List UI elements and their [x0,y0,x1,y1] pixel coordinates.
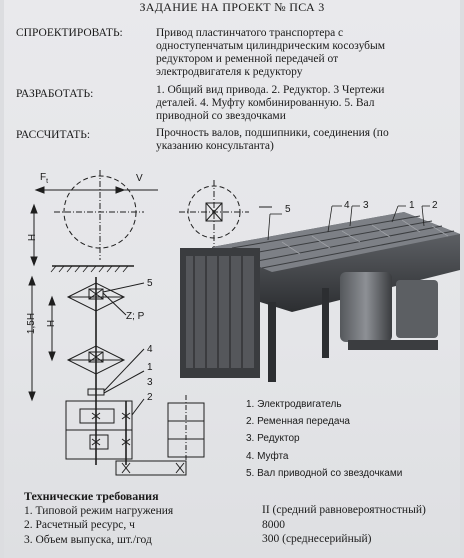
scheme-callout-5: 5 [147,278,153,289]
photo-callout-5: 5 [285,204,291,215]
height-1-5h-label: 1,5H [26,312,38,335]
photo-callout-4: 4 [344,200,350,211]
requirement-value: 300 (среднесерийный) [262,533,372,546]
calc-label: РАССЧИТАТЬ: [16,129,91,141]
legend-item: 4. Муфта [246,450,289,462]
component-legend: 1. Электродвигатель 2. Ременная передача… [246,396,402,482]
design-label: СПРОЕКТИРОВАТЬ: [16,27,123,39]
zp-label: Z; P [126,311,145,322]
design-line: редуктором и ременной передачей от [156,53,339,65]
design-line: Привод пластинчатого транспортера с [156,27,344,39]
design-line: одноступенчатым цилиндрическим косозубым [156,40,386,52]
conveyor-photo [180,205,460,382]
document-title: ЗАДАНИЕ НА ПРОЕКТ № ПСА 3 [139,0,325,14]
legend-item: 1. Электродвигатель [246,399,342,410]
requirement-value: 8000 [262,518,285,531]
develop-line: 1. Общий вид привода. 2. Редуктор. 3 Чер… [156,84,385,96]
calc-line: указанию консультанта) [156,140,274,152]
height-inner-label: H [46,319,58,328]
scheme-callout-4: 4 [147,344,153,355]
design-line: электродвигателя к редуктору [156,66,303,78]
legend-item: 3. Редуктор [246,433,300,445]
requirement-values: II (средний равновероятностный) 8000 300… [262,503,426,547]
develop-line: деталей. 4. Муфту комбинированную. 5. Ва… [156,97,375,109]
requirement-item: 2. Расчетный ресурс, ч [24,519,135,532]
force-label: Ft [40,172,49,185]
legend-item: 2. Ременная передача [246,416,350,428]
scheme-callout-3: 3 [147,377,153,388]
requirement-item: 3. Объем выпуска, шт./год [24,533,152,546]
photo-callout-3: 3 [363,200,369,211]
technical-requirements: Технические требования 1. Типовой режим … [24,489,173,547]
kinematic-scheme [28,170,272,476]
scheme-callout-2: 2 [147,392,153,403]
calc-line: Прочность валов, подшипники, соединения … [156,127,389,139]
assignment-sheet: ЗАДАНИЕ НА ПРОЕКТ № ПСА 3 СПРОЕКТИРОВАТЬ… [4,0,460,558]
develop-line: приводной со звездочками [156,110,286,122]
height-label: H [27,233,39,242]
requirement-value: II (средний равновероятностный) [262,504,426,516]
velocity-label: V [136,173,143,184]
requirement-item: 1. Типовой режим нагружения [24,504,174,517]
requirements-heading: Технические требования [24,489,159,503]
scheme-callout-1: 1 [147,362,153,373]
legend-item: 5. Вал приводной со звездочками [246,467,403,479]
develop-label: РАЗРАБОТАТЬ: [16,88,94,100]
photo-callout-1: 1 [409,200,415,211]
photo-callout-2: 2 [432,200,438,211]
